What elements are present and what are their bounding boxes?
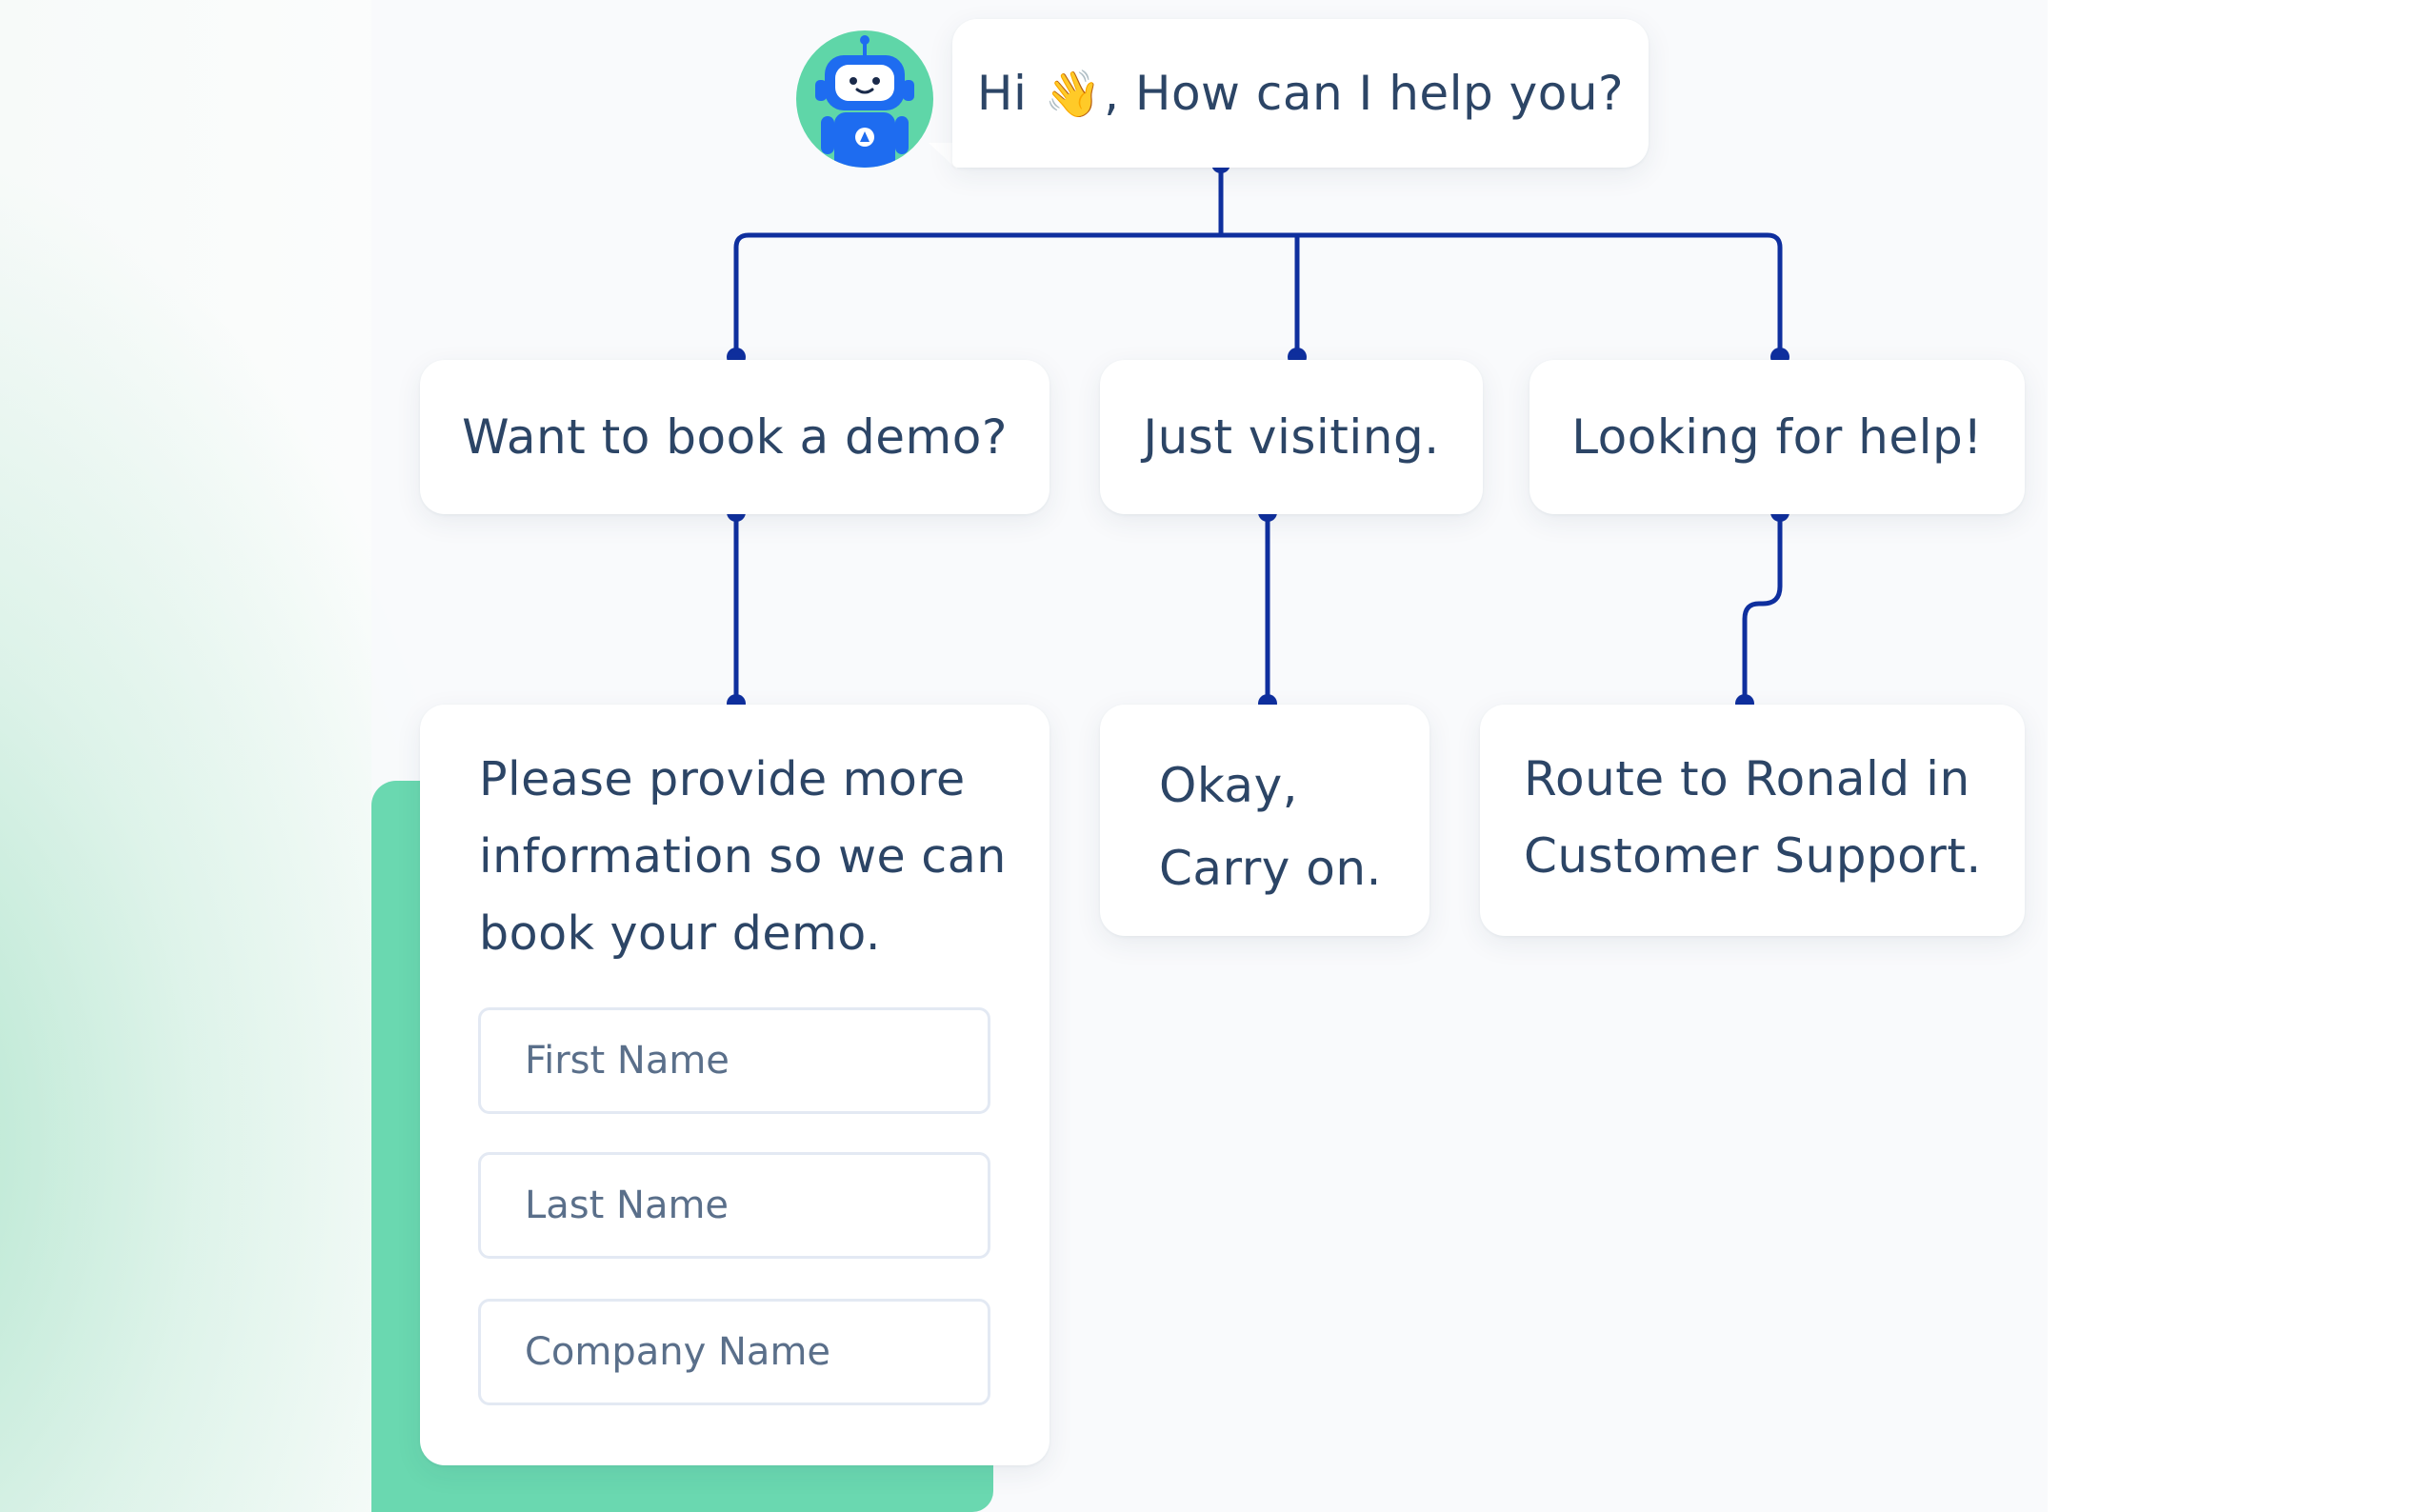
response-message-line: information so we can — [479, 829, 1007, 884]
response-visiting: Okay, Carry on. — [1100, 705, 1429, 936]
greeting-prefix: Hi — [976, 66, 1043, 121]
response-message-line: Okay, — [1159, 758, 1299, 813]
response-message-line: Customer Support. — [1524, 828, 1982, 884]
company-name-field[interactable] — [478, 1299, 990, 1405]
greeting-text: , How can I help you? — [1104, 66, 1625, 121]
wave-hand-icon: 👋 — [1044, 67, 1103, 121]
response-message-line: Route to Ronald in — [1524, 751, 1970, 806]
response-message-line: Please provide more — [479, 752, 966, 806]
option-label: Want to book a demo? — [462, 409, 1008, 465]
greeting-bubble: Hi 👋 , How can I help you? — [952, 19, 1649, 168]
option-just-visiting[interactable]: Just visiting. — [1100, 360, 1483, 514]
bot-avatar — [796, 30, 933, 168]
option-label: Looking for help! — [1571, 409, 1983, 465]
response-message-line: book your demo. — [479, 906, 881, 961]
response-route-support: Route to Ronald in Customer Support. — [1480, 705, 2025, 936]
connector-branch-demo — [733, 232, 1224, 360]
option-label: Just visiting. — [1143, 409, 1440, 465]
robot-icon — [815, 35, 914, 168]
response-message-line: Carry on. — [1159, 841, 1382, 896]
first-name-field[interactable] — [478, 1007, 990, 1114]
connector-help-response — [1742, 509, 1783, 706]
option-book-demo[interactable]: Want to book a demo? — [420, 360, 1050, 514]
option-looking-for-help[interactable]: Looking for help! — [1529, 360, 2025, 514]
connector-branch-help — [1218, 232, 1783, 360]
last-name-field[interactable] — [478, 1152, 990, 1259]
